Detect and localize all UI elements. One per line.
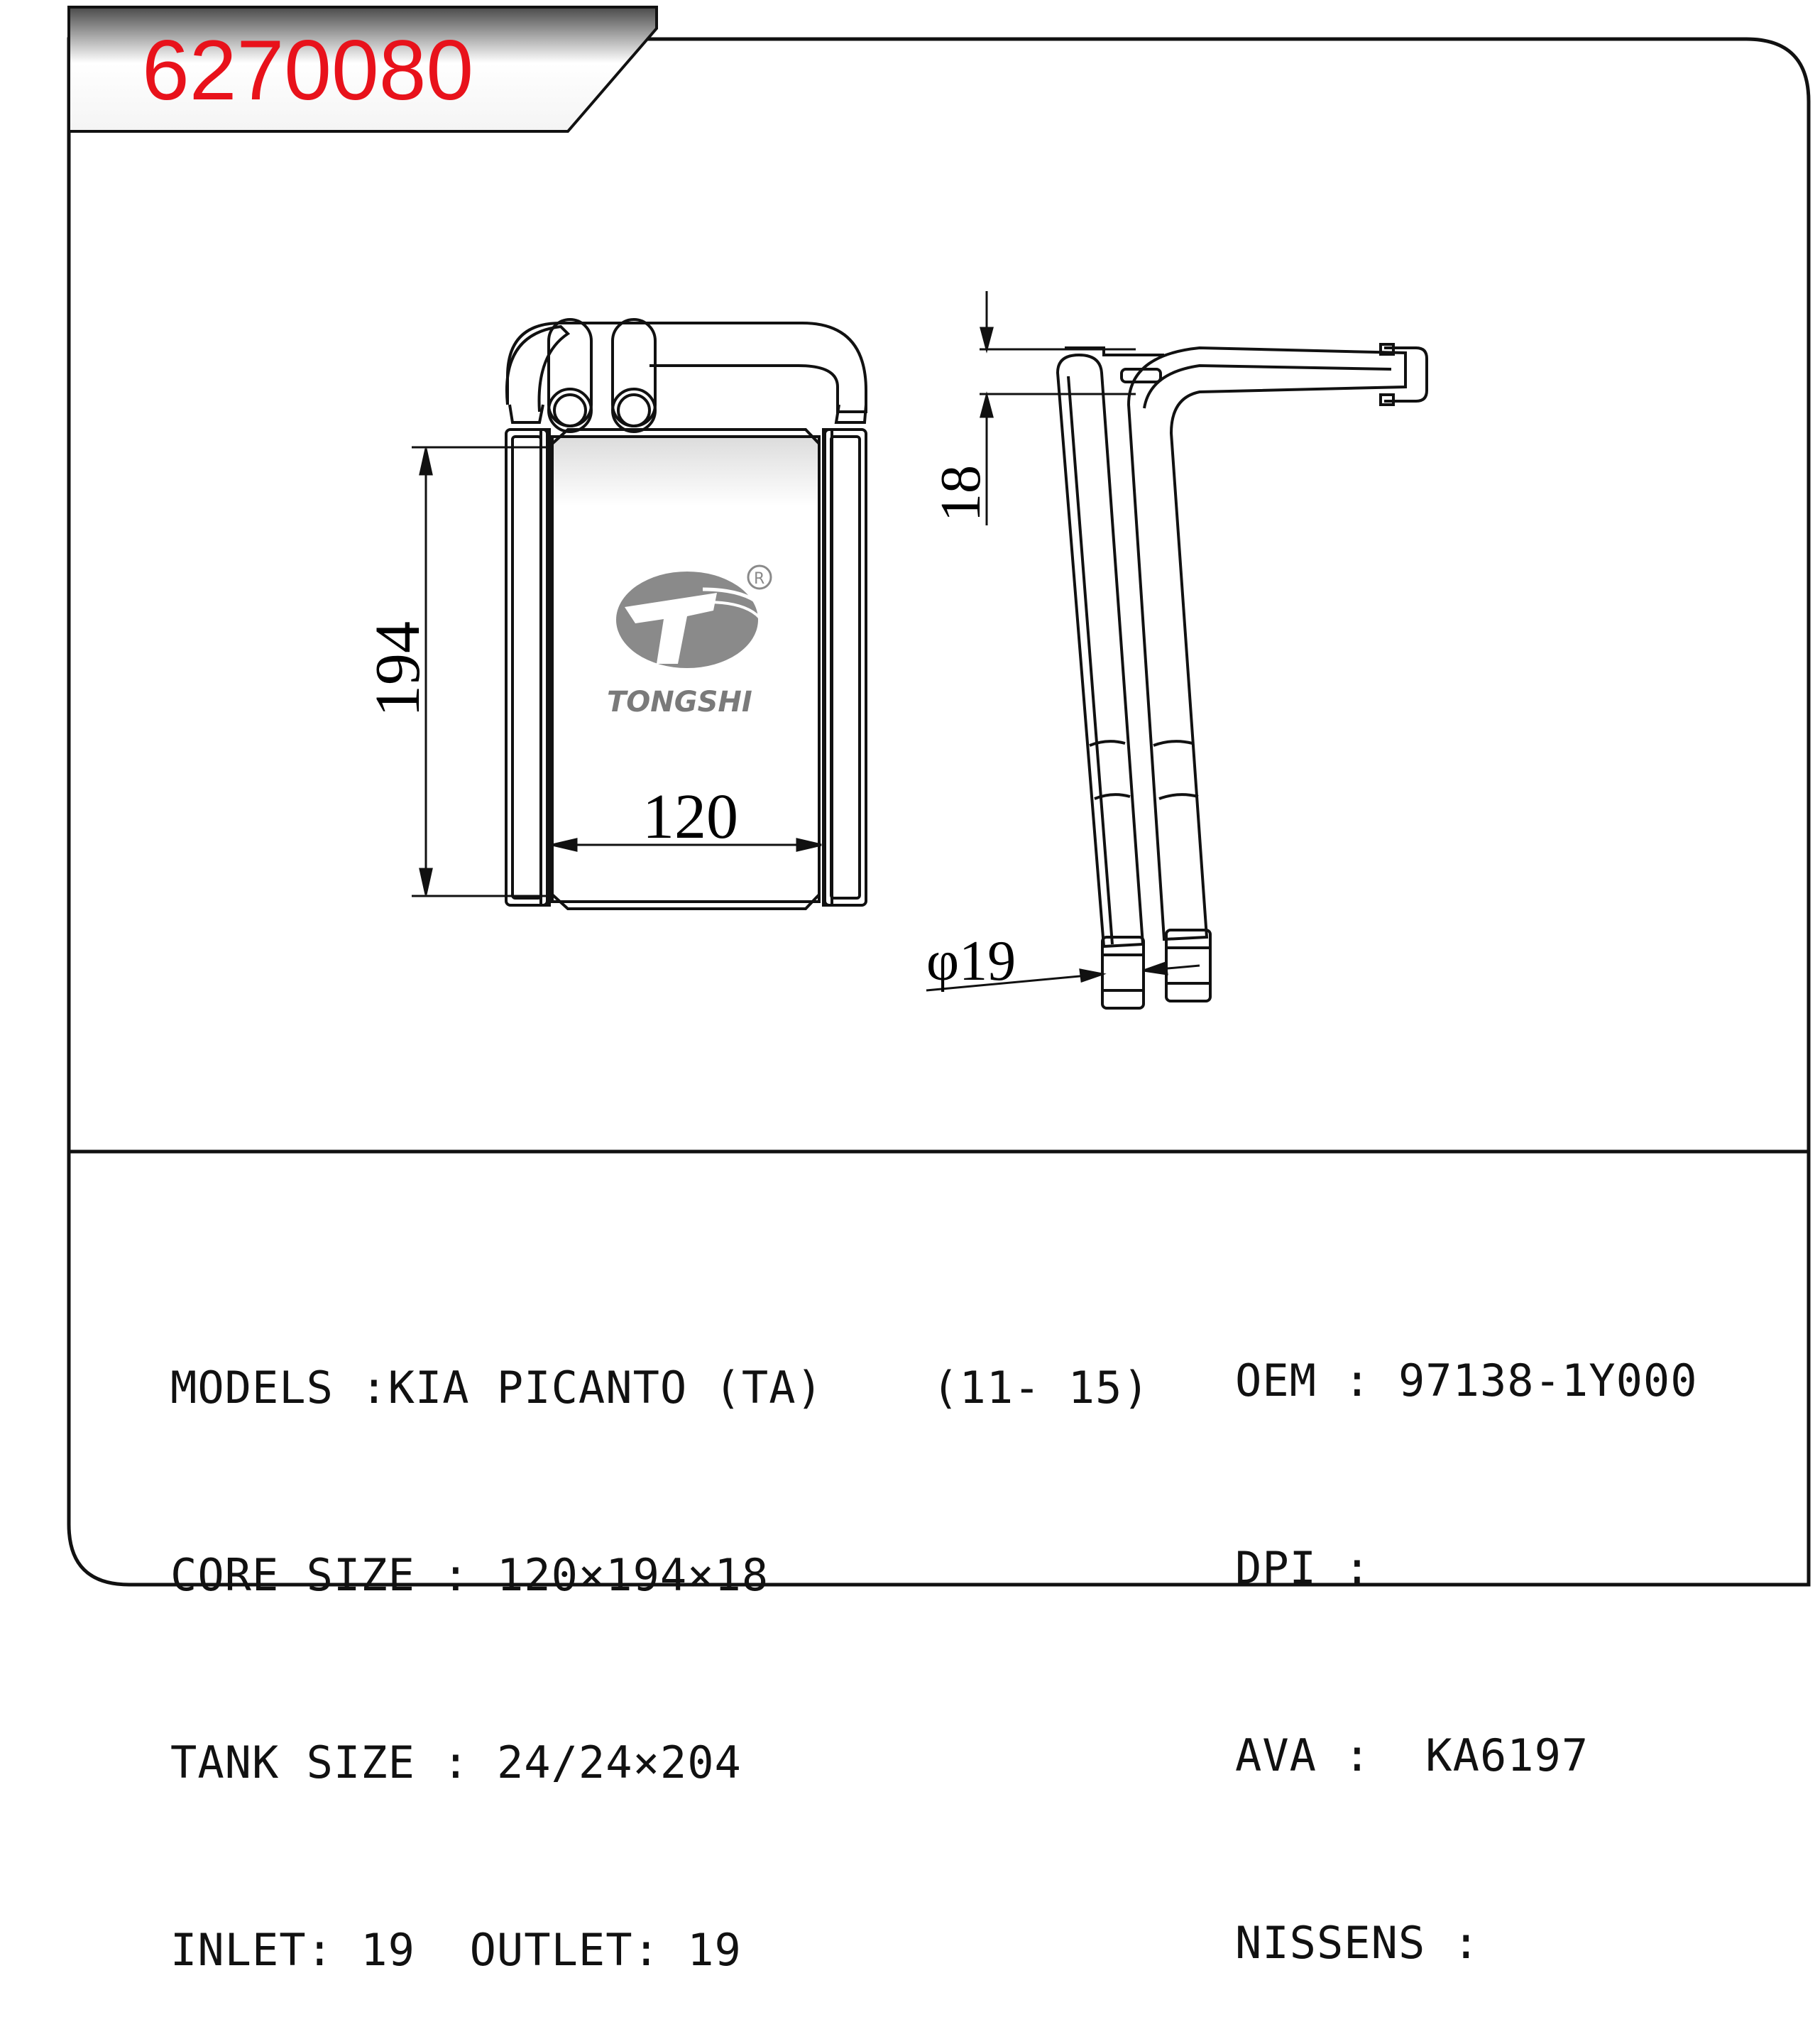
spec-row-nissens: NISSENS :	[1235, 1912, 1698, 1974]
inlet-port-inner	[553, 393, 587, 427]
diameter-dimension-label: φ19	[926, 930, 1016, 993]
spec-label: OEM :	[1235, 1355, 1398, 1406]
side-end-flange	[1384, 346, 1428, 403]
tongshi-logo-icon: R	[616, 564, 772, 668]
part-number-tag	[67, 6, 658, 133]
spec-label: TANK SIZE :	[170, 1737, 497, 1788]
spec-row-tank-size: TANK SIZE : 24/24×204	[170, 1732, 1150, 1794]
side-tube-right-inner	[1143, 364, 1392, 409]
spec-value: 97138-1Y000	[1398, 1355, 1698, 1406]
right-side-plate	[822, 428, 833, 907]
technical-drawing-sheet: 6270080 194	[67, 6, 1811, 1587]
side-tube-left-inner	[1067, 376, 1114, 945]
part-number: 6270080	[142, 23, 473, 118]
side-tube-right	[1126, 346, 1407, 941]
core-matrix	[551, 435, 821, 903]
side-fitting-left	[1101, 936, 1145, 1010]
spec-label: CORE SIZE :	[170, 1549, 497, 1601]
core-bottom-edge	[551, 893, 821, 910]
spec-label: MODELS :	[170, 1362, 388, 1414]
spec-label: NISSENS :	[1235, 1917, 1508, 1969]
left-side-plate	[539, 428, 551, 907]
inlet-port	[547, 388, 593, 433]
heater-core-front-view	[505, 318, 867, 910]
spec-row-oem: OEM : 97138-1Y000	[1235, 1350, 1698, 1412]
left-tank-collar	[508, 404, 544, 424]
spec-row-inlet-outlet: INLET: 19 OUTLET: 19	[170, 1919, 1150, 1982]
right-tank-inner	[830, 435, 861, 900]
drawing-border	[67, 37, 1811, 1587]
thickness-dimension	[980, 291, 1136, 525]
outlet-port	[611, 388, 657, 433]
right-tank-collar	[834, 404, 867, 424]
side-tube-left	[1056, 353, 1145, 949]
specs-right-column: OEM : 97138-1Y000 DPI : AVA : KA6197 NIS…	[1235, 1225, 1698, 2037]
spec-label: AVA :	[1235, 1729, 1426, 1781]
spec-value: KIA PICANTO (TA) (11- 15)	[388, 1362, 1150, 1414]
registered-mark-letter: R	[754, 570, 764, 588]
left-tank	[505, 428, 549, 907]
diameter-dimension	[926, 961, 1200, 992]
core-top-edge	[551, 428, 821, 445]
spec-row-ava: AVA : KA6197	[1235, 1725, 1698, 1787]
heater-core-side-view	[1056, 343, 1428, 1010]
spec-value: KA6197	[1425, 1729, 1589, 1781]
spec-row-core-size: CORE SIZE : 120×194×18	[170, 1544, 1150, 1607]
side-top-bracket	[1065, 346, 1164, 356]
left-tank-inner	[511, 435, 542, 900]
height-dimension	[412, 446, 547, 897]
spec-label: DPI :	[1235, 1542, 1398, 1594]
spec-row-dpi: DPI :	[1235, 1537, 1698, 1600]
spec-row-models: MODELS :KIA PICANTO (TA) (11- 15)	[170, 1357, 1150, 1419]
spec-value: 24/24×204	[496, 1737, 742, 1788]
left-pipe-elbow	[505, 324, 571, 412]
top-return-pipe	[506, 322, 867, 413]
spec-value: 120×194×18	[496, 1549, 769, 1601]
registered-mark	[747, 564, 772, 590]
spec-value: 19 OUTLET: 19	[361, 1924, 742, 1976]
specs-left-column: MODELS :KIA PICANTO (TA) (11- 15) CORE S…	[170, 1232, 1150, 2044]
height-dimension-label: 194	[363, 621, 433, 717]
spec-label: INLET:	[170, 1924, 361, 1976]
brand-name: TONGSHI	[607, 686, 752, 718]
thickness-dimension-label: 18	[930, 465, 992, 522]
outlet-port-inner	[617, 393, 651, 427]
width-dimension-label: 120	[642, 782, 738, 852]
width-dimension	[552, 838, 822, 852]
side-bracket-clip	[1120, 368, 1162, 383]
